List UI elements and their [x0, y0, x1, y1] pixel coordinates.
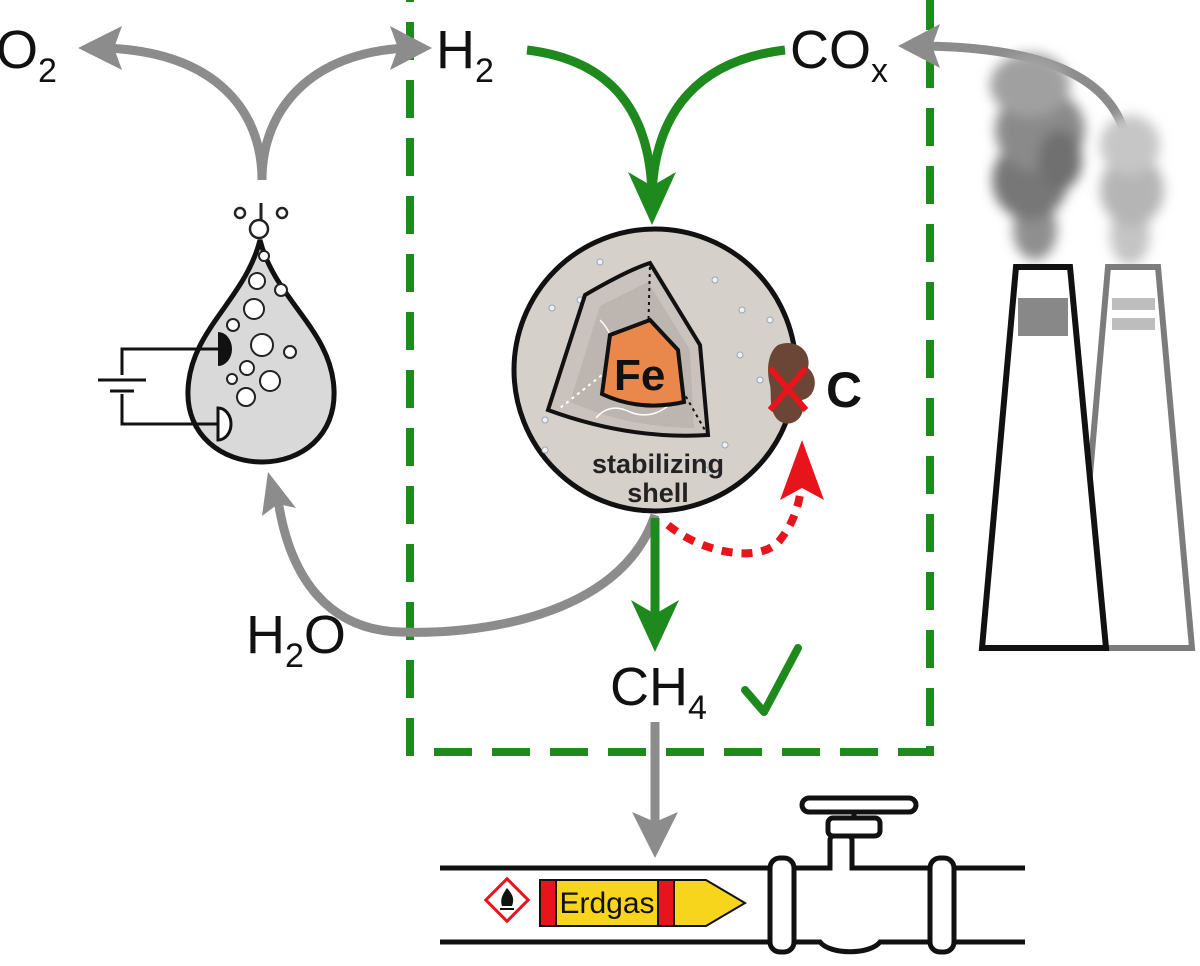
arrowhead-o2: [78, 26, 122, 70]
arrow-carbon-formation-blocked: [665, 479, 806, 558]
cross-mark: [767, 366, 809, 412]
electrode-bottom: [216, 406, 233, 442]
chimney-right-band: [1112, 318, 1155, 330]
arrowhead-carbon: [780, 440, 824, 500]
reactor-boundary-box: [406, 0, 934, 756]
valve-stem-collar: [825, 815, 883, 839]
bubble: [243, 298, 265, 320]
pore: [596, 258, 604, 266]
label-cox: COx: [790, 20, 888, 90]
label-shell-line2: shell: [627, 478, 689, 508]
wedge-edge: [647, 262, 651, 341]
bubble: [226, 373, 238, 385]
arrowhead-ch4: [631, 600, 679, 652]
arrow-to-h2: [257, 43, 409, 181]
label-erdgas: Erdgas: [559, 887, 654, 920]
arrow-h2o-return: [273, 499, 660, 637]
arrow-to-o2: [104, 43, 267, 181]
chimney-right-band: [1112, 298, 1155, 310]
pore: [721, 441, 729, 449]
erdgas-tag-arrow: [673, 879, 747, 927]
arrow-cox-to-catalyst: [647, 45, 786, 196]
smoke-plume-right: [1100, 115, 1164, 265]
wedge-edge: [671, 371, 707, 433]
bubble: [248, 218, 270, 240]
chimney-left-band: [1018, 298, 1068, 336]
arrow-h2-to-catalyst: [526, 45, 657, 196]
success-checkmark-icon: [741, 644, 802, 716]
label-o2: O2: [0, 20, 57, 90]
arrowhead-catalyst: [628, 172, 676, 225]
label-h2: H2: [436, 20, 494, 90]
shell-texture: [595, 405, 669, 419]
bubble: [258, 250, 270, 262]
smokestacks: [978, 53, 1196, 651]
label-ch4: CH4: [610, 657, 707, 727]
label-h2o: H2O: [246, 605, 346, 675]
gas-pipeline: [440, 795, 1025, 955]
valve-body: [787, 831, 943, 955]
bubble: [239, 360, 255, 376]
bubble: [274, 283, 288, 297]
pore: [736, 351, 744, 359]
valve-handwheel: [799, 795, 919, 815]
bubble: [248, 272, 266, 290]
catalyst-particle: [511, 226, 815, 514]
erdgas-tag-body: [555, 879, 659, 927]
pore: [548, 304, 556, 312]
pore: [766, 316, 774, 324]
valve-flange-right: [927, 855, 957, 955]
bubble: [233, 206, 247, 220]
arrowhead-h2o: [262, 472, 296, 516]
label-shell-line1: stabilizing: [592, 449, 724, 479]
fe-core: [599, 317, 687, 408]
bubble: [236, 387, 256, 407]
bubble: [250, 333, 274, 357]
erdgas-tag-red-right: [657, 879, 675, 927]
arrowhead-pipeline: [632, 812, 678, 858]
arrowhead-h2: [390, 26, 432, 70]
chimney-left: [978, 264, 1110, 651]
flame-icon: [501, 888, 514, 906]
bubble: [275, 206, 289, 220]
erdgas-tag-red-left: [539, 879, 557, 927]
pore: [738, 306, 746, 314]
label-fe: Fe: [614, 351, 665, 400]
bubble: [226, 318, 240, 332]
smoke-plume-left: [990, 53, 1085, 260]
bubble: [283, 345, 297, 359]
pore: [756, 376, 764, 384]
pore: [541, 446, 549, 454]
electrode-top: [218, 332, 232, 366]
label-carbon: C: [826, 362, 862, 418]
valve-flange-left: [767, 855, 797, 955]
bubble: [259, 370, 281, 392]
circuit-wire: [120, 347, 218, 426]
pore: [541, 416, 549, 424]
pore: [711, 276, 719, 284]
electrolysis-droplet: [98, 203, 337, 465]
arrowhead-cox: [898, 24, 940, 68]
pore: [701, 466, 709, 474]
